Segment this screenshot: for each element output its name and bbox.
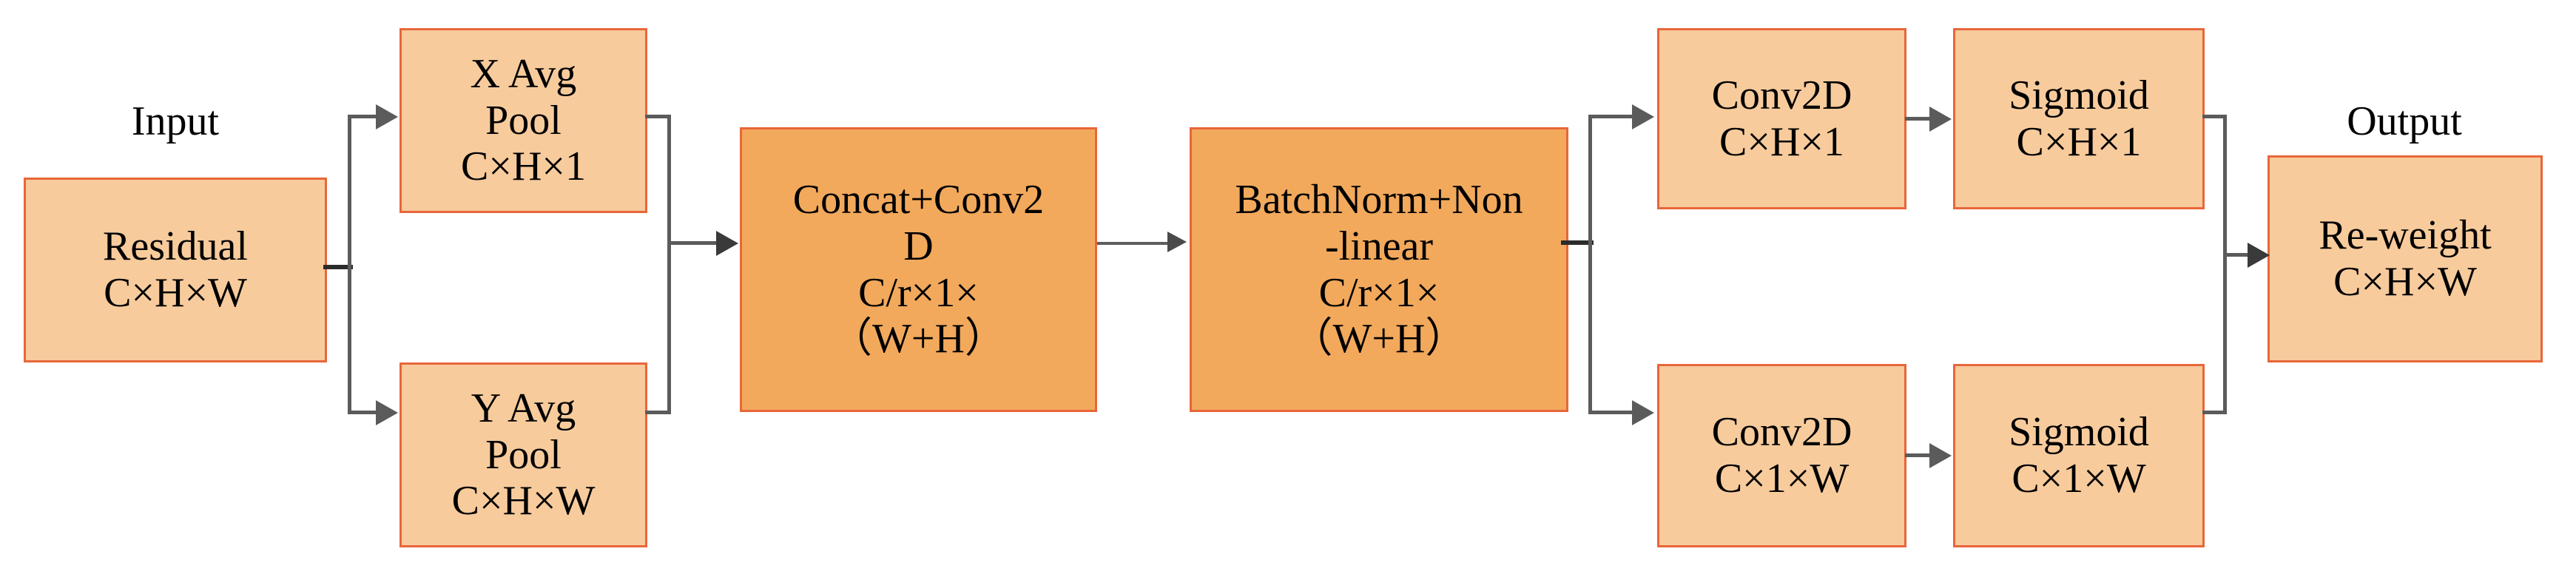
connector-residual-stub (323, 265, 353, 269)
connector-split1-top-arrowhead (376, 104, 398, 129)
connector-merge1-top-branch (645, 115, 671, 118)
connector-merge1-arrowhead (716, 231, 738, 256)
node-x-avg-pool-line-1: X Avg (470, 50, 577, 97)
node-concat-conv2d[interactable]: Concat+Conv2 D C/r×1× （W+H） (740, 127, 1097, 412)
connector-concat-to-batchnorm-arrowhead (1167, 232, 1187, 252)
connector-merge2-top-branch (2202, 115, 2227, 118)
node-sigmoid-top-line-2: C×H×1 (2016, 118, 2142, 165)
connector-split1-bottom-branch (348, 411, 391, 414)
node-sigmoid-bottom-line-2: C×1×W (2012, 456, 2146, 502)
connector-conv2d-bottom-to-sigmoid-bottom (1905, 453, 1935, 457)
node-conv2d-bottom[interactable]: Conv2D C×1×W (1657, 364, 1906, 547)
node-sigmoid-bottom[interactable]: Sigmoid C×1×W (1953, 364, 2205, 547)
connector-merge1-spine (667, 115, 671, 414)
node-conv2d-bottom-line-2: C×1×W (1714, 456, 1850, 502)
node-residual[interactable]: Residual C×H×W (24, 178, 327, 362)
node-y-avg-pool[interactable]: Y Avg Pool C×H×W (399, 362, 647, 547)
node-residual-line-1: Residual (103, 223, 248, 270)
connector-split1-bottom-arrowhead (376, 400, 398, 425)
node-batchnorm-nonlinear-line-1: BatchNorm+Non (1235, 177, 1523, 223)
connector-split1-spine (348, 115, 351, 414)
node-x-avg-pool[interactable]: X Avg Pool C×H×1 (399, 28, 647, 213)
connector-conv2d-top-to-sigmoid-top (1905, 117, 1935, 121)
node-re-weight-line-2: C×H×W (2333, 259, 2477, 305)
connector-merge1-bottom-branch (645, 411, 671, 414)
connector-merge1-out (667, 241, 721, 245)
node-batchnorm-nonlinear-line-3: C/r×1× (1318, 269, 1440, 316)
input-label: Input (131, 98, 220, 144)
node-conv2d-bottom-line-1: Conv2D (1711, 409, 1852, 456)
node-batchnorm-nonlinear[interactable]: BatchNorm+Non -linear C/r×1× （W+H） (1190, 127, 1568, 412)
output-label: Output (2347, 98, 2462, 144)
node-conv2d-top[interactable]: Conv2D C×H×1 (1657, 28, 1906, 209)
node-conv2d-top-line-1: Conv2D (1711, 72, 1852, 118)
node-sigmoid-bottom-line-1: Sigmoid (2009, 409, 2149, 456)
node-concat-conv2d-line-1: Concat+Conv2 (792, 177, 1045, 223)
connector-merge2-out (2223, 253, 2253, 257)
connector-batchnorm-stub (1561, 240, 1594, 245)
node-residual-line-2: C×H×W (104, 270, 247, 316)
node-sigmoid-top[interactable]: Sigmoid C×H×1 (1953, 28, 2205, 209)
node-batchnorm-nonlinear-line-2: -linear (1324, 223, 1434, 269)
connector-merge2-bottom-branch (2202, 411, 2227, 414)
connector-conv2d-bottom-to-sigmoid-bottom-arrowhead (1929, 443, 1952, 468)
connector-split2-spine (1588, 115, 1592, 414)
node-re-weight[interactable]: Re-weight C×H×W (2268, 155, 2543, 362)
connector-merge2-arrowhead (2248, 243, 2270, 268)
node-y-avg-pool-line-3: C×H×W (451, 478, 596, 524)
node-conv2d-top-line-2: C×H×1 (1719, 118, 1844, 165)
connector-split2-top-arrowhead (1632, 104, 1654, 129)
node-sigmoid-top-line-1: Sigmoid (2009, 72, 2149, 118)
node-concat-conv2d-line-3: C/r×1× (858, 269, 979, 316)
connector-conv2d-top-to-sigmoid-top-arrowhead (1929, 107, 1952, 132)
node-concat-conv2d-line-4: （W+H） (831, 316, 1006, 362)
node-re-weight-line-1: Re-weight (2319, 212, 2492, 259)
node-batchnorm-nonlinear-line-4: （W+H） (1291, 316, 1467, 362)
connector-split2-bottom-arrowhead (1632, 400, 1654, 425)
node-concat-conv2d-line-2: D (903, 223, 934, 269)
connector-merge2-spine (2223, 115, 2227, 414)
node-y-avg-pool-line-2: Pool (485, 431, 562, 478)
node-x-avg-pool-line-3: C×H×1 (461, 144, 586, 190)
node-y-avg-pool-line-1: Y Avg (471, 385, 576, 431)
connector-split2-top-branch (1588, 115, 1633, 118)
connector-split2-bottom-branch (1588, 411, 1633, 414)
node-x-avg-pool-line-2: Pool (485, 97, 562, 144)
connector-concat-to-batchnorm (1097, 242, 1170, 245)
connector-split1-top-branch (348, 115, 391, 118)
